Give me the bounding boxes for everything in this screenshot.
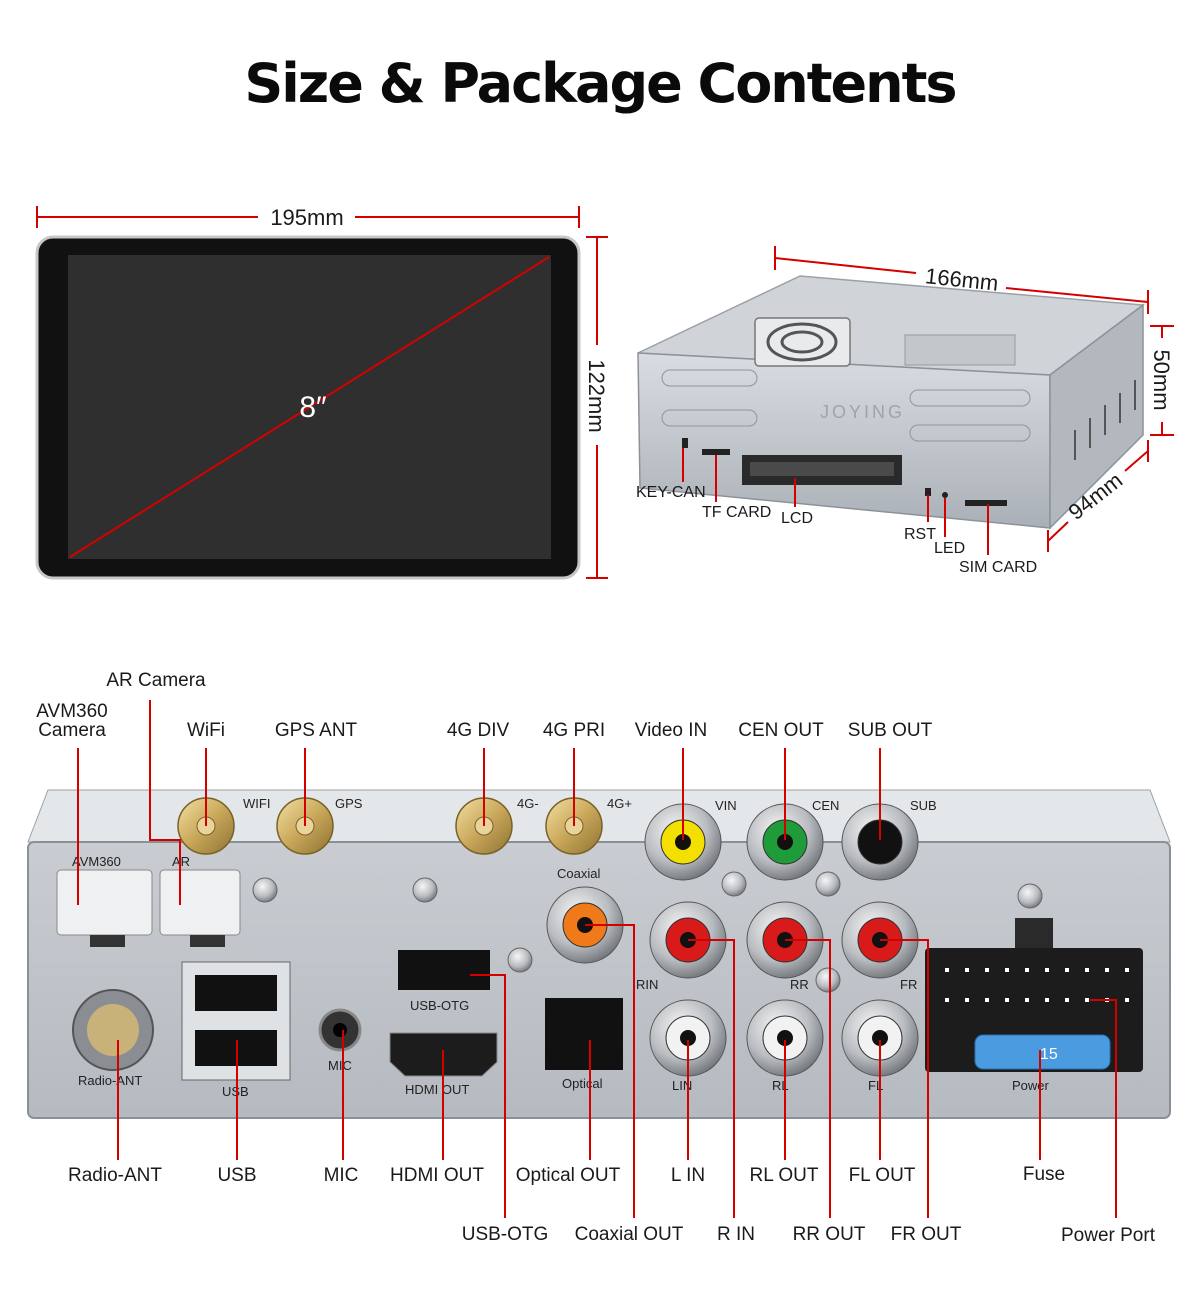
print-fr: FR: [900, 977, 917, 992]
print-usb: USB: [222, 1084, 249, 1099]
rca-l-in: [649, 999, 727, 1077]
label-rr-out: RR OUT: [793, 1224, 866, 1245]
label-fl-out: FL OUT: [849, 1165, 916, 1186]
host-brand-mark: JOYING: [820, 402, 905, 422]
print-avm360: AVM360: [72, 854, 121, 869]
bottom-leader-lines: [117, 924, 1117, 1218]
label-avm360-line2: Camera: [38, 720, 106, 741]
print-fuse-value: 15: [1040, 1046, 1058, 1063]
print-rin: RIN: [636, 977, 658, 992]
rca-video-in: [644, 803, 722, 881]
host-height-label: 50mm: [1149, 349, 1174, 410]
label-gps-ant: GPS ANT: [275, 720, 358, 741]
label-mic: MIC: [324, 1165, 359, 1186]
print-rr: RR: [790, 977, 809, 992]
top-labels: AR Camera AVM360 Camera WiFi GPS ANT 4G …: [36, 670, 932, 741]
screen-width-dimension: 195mm: [36, 205, 580, 230]
screen-illustration: 8″: [35, 235, 581, 580]
label-radio-ant: Radio-ANT: [68, 1165, 162, 1186]
print-ar: AR: [172, 854, 190, 869]
screen-diagonal-label: 8″: [299, 391, 327, 424]
label-rl-out: RL OUT: [750, 1165, 819, 1186]
rca-sub-out: [841, 803, 919, 881]
label-usb-otg: USB-OTG: [462, 1224, 549, 1245]
label-hdmi-out: HDMI OUT: [390, 1165, 484, 1186]
print-wifi: WIFI: [243, 796, 270, 811]
print-usb-otg: USB-OTG: [410, 998, 469, 1013]
label-coaxial-out: Coaxial OUT: [575, 1224, 684, 1245]
print-gps: GPS: [335, 796, 363, 811]
top-leader-lines: [77, 700, 881, 905]
print-hdmi-out: HDMI OUT: [405, 1082, 469, 1097]
screen-height-dimension: 122mm: [584, 236, 609, 579]
port-label-tf-card: TF CARD: [702, 504, 771, 521]
rca-cen-out: [746, 803, 824, 881]
print-lin: LIN: [672, 1078, 692, 1093]
label-usb: USB: [217, 1165, 256, 1186]
label-4g-div: 4G DIV: [447, 720, 510, 741]
label-4g-pri: 4G PRI: [543, 720, 605, 741]
label-cen-out: CEN OUT: [738, 720, 824, 741]
rca-rl-out: [746, 999, 824, 1077]
screen-width-label: 195mm: [270, 205, 343, 230]
print-sub: SUB: [910, 798, 937, 813]
bottom-labels: Radio-ANT USB MIC HDMI OUT Optical OUT L…: [68, 1164, 1156, 1246]
print-mic: MIC: [328, 1058, 352, 1073]
print-optical: Optical: [562, 1076, 603, 1091]
label-fuse: Fuse: [1023, 1164, 1065, 1185]
host-height-dimension: 50mm: [1149, 325, 1174, 436]
host-box-illustration: JOYING: [637, 275, 1146, 530]
label-sub-out: SUB OUT: [848, 720, 933, 741]
port-label-sim-card: SIM CARD: [959, 559, 1037, 576]
print-radio-ant: Radio-ANT: [78, 1073, 142, 1088]
label-optical-out: Optical OUT: [516, 1165, 621, 1186]
print-cen: CEN: [812, 798, 839, 813]
port-label-led: LED: [934, 540, 965, 557]
label-r-in: R IN: [717, 1224, 755, 1245]
port-label-rst: RST: [904, 526, 936, 543]
print-power: Power: [1012, 1078, 1050, 1093]
label-video-in: Video IN: [635, 720, 708, 741]
label-ar-camera: AR Camera: [106, 670, 206, 691]
screen-height-label: 122mm: [584, 359, 609, 432]
port-label-key-can: KEY-CAN: [636, 484, 706, 501]
print-4g-plus: 4G+: [607, 796, 632, 811]
print-coaxial: Coaxial: [557, 866, 600, 881]
page-title: Size & Package Contents: [244, 52, 957, 115]
label-fr-out: FR OUT: [891, 1224, 962, 1245]
print-rl: RL: [772, 1078, 789, 1093]
label-l-in: L IN: [671, 1165, 705, 1186]
label-power-port: Power Port: [1061, 1225, 1156, 1246]
label-avm360-line1: AVM360: [36, 701, 107, 722]
print-vin: VIN: [715, 798, 737, 813]
label-wifi: WiFi: [187, 720, 225, 741]
print-4g-minus: 4G-: [517, 796, 539, 811]
host-port-labels: KEY-CAN TF CARD LCD RST LED SIM CARD: [636, 448, 1037, 576]
port-label-lcd: LCD: [781, 510, 813, 527]
